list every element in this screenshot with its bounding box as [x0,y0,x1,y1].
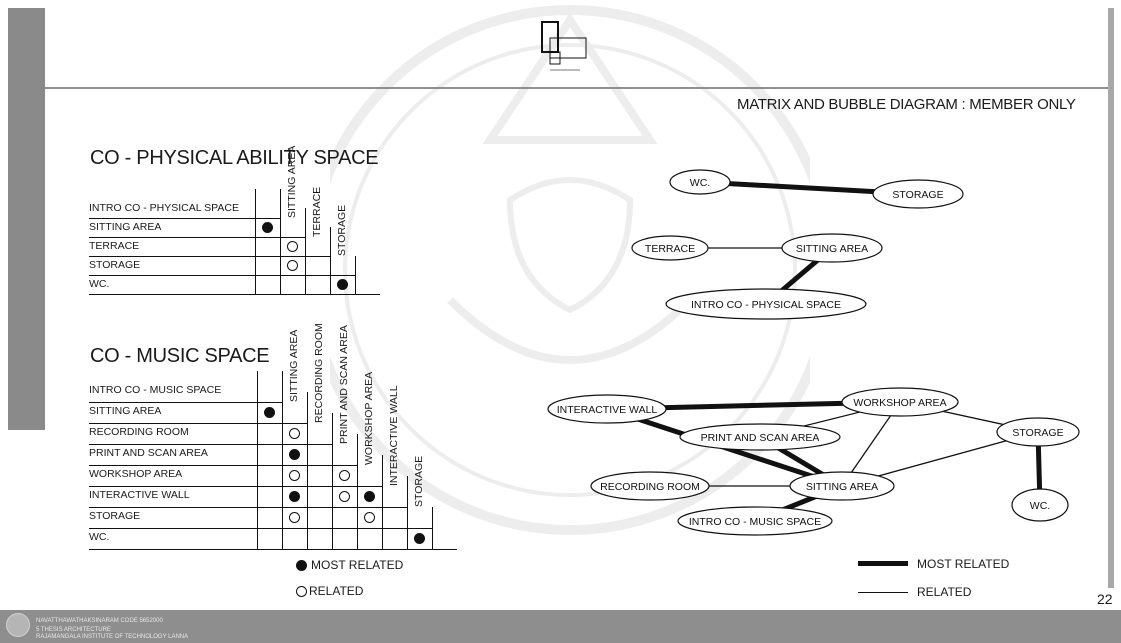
music-col-label: STORAGE [413,456,425,507]
music-col-rule [382,455,383,549]
physical-mark-related [280,237,305,256]
bubble-music-group: INTERACTIVE WALL WORKSHOP AREA PRINT AND S… [548,388,1079,535]
physical-end-rule [355,256,356,294]
music-mark-most-related [257,402,282,423]
music-mark-related [357,507,382,528]
music-mark-most-related [282,486,307,507]
music-row-rule [89,528,432,529]
physical-row-rule [89,237,305,238]
physical-mark-most-related [330,275,355,294]
physical-row-label: STORAGE [89,259,140,271]
music-mark-related [332,465,357,486]
music-row-rule [89,423,307,424]
bubble-label-wall: INTERACTIVE WALL [557,404,658,416]
music-col-rule [307,392,308,549]
footer-line-2: 5 THESIS ARCHITECTURE [36,627,111,633]
legend-most-related-line [858,561,908,566]
bubble-label-intro: INTRO CO - PHYSICAL SPACE [691,299,841,311]
bubble-label-print: PRINT AND SCAN AREA [701,432,820,444]
music-mark-related [282,423,307,444]
bubble-diagrams: WC. STORAGE TERRACE SITTING AREA INTRO CO - … [0,0,1121,610]
legend-line-related-label: RELATED [917,585,971,599]
music-col-label: RECORDING ROOM [313,323,325,423]
physical-mark-related [280,256,305,275]
bubble-label-workshop: WORKSHOP AREA [853,397,946,409]
music-row-label: INTERACTIVE WALL [89,489,190,501]
music-intro-rule [89,402,282,403]
legend-related-line [858,592,908,593]
music-mark-most-related [407,528,432,549]
university-logo-icon [6,613,30,637]
music-row-rule [89,549,457,550]
music-col-label: WORKSHOP AREA [363,372,375,465]
bubble-label-recording: RECORDING ROOM [600,481,700,493]
physical-col-label: TERRACE [311,187,323,237]
physical-col-rule [305,208,306,294]
bubble-label-wc: WC. [690,177,710,189]
music-end-rule [432,507,433,549]
physical-intro-vline [255,189,256,294]
music-mark-related [332,486,357,507]
physical-intro-label: INTRO CO - PHYSICAL SPACE [89,202,239,214]
bubble-label-storage: STORAGE [892,189,943,201]
footer-line-1: NAVATTHAWATHAKSINARAM CODE 5652000 [36,618,163,624]
bubble-label-terrace: TERRACE [645,243,695,255]
music-row-label: STORAGE [89,510,140,522]
music-intro-vline [257,371,258,549]
footer-line-3: RAJAMANGALA INSTITUTE OF TECHNOLOGY LANN… [36,634,188,640]
music-col-label: SITTING AREA [288,330,300,402]
music-intro-label: INTRO CO - MUSIC SPACE [89,384,221,396]
physical-row-label: TERRACE [89,240,139,252]
music-row-label: SITTING AREA [89,405,161,417]
music-mark-most-related [357,486,382,507]
bubble-label-sitting: SITTING AREA [806,481,878,493]
physical-row-label: SITTING AREA [89,221,161,233]
music-row-rule [89,465,357,466]
page-number: 22 [1097,591,1113,607]
bubble-label-storage: STORAGE [1012,427,1063,439]
physical-intro-rule [89,218,280,219]
physical-col-label: STORAGE [336,205,348,256]
music-col-label: INTERACTIVE WALL [388,385,400,486]
music-mark-related [282,507,307,528]
music-row-label: PRINT AND SCAN AREA [89,447,208,459]
physical-row-rule [89,294,380,295]
music-mark-most-related [282,444,307,465]
physical-col-label: SITTING AREA [286,146,298,218]
bubble-label-wc: WC. [1030,500,1050,512]
bubble-label-intro: INTRO CO - MUSIC SPACE [689,516,821,528]
music-row-label: RECORDING ROOM [89,426,189,438]
bubble-label-sitting: SITTING AREA [796,243,868,255]
physical-row-rule [89,275,355,276]
legend-line-most-label: MOST RELATED [917,557,1009,571]
music-row-label: WC. [89,531,109,543]
music-col-label: PRINT AND SCAN AREA [338,325,350,444]
music-mark-related [282,465,307,486]
music-row-label: WORKSHOP AREA [89,468,182,480]
physical-row-label: WC. [89,278,109,290]
physical-mark-most-related [255,218,280,237]
bubble-physical-group: WC. STORAGE TERRACE SITTING AREA INTRO CO - … [632,170,963,319]
